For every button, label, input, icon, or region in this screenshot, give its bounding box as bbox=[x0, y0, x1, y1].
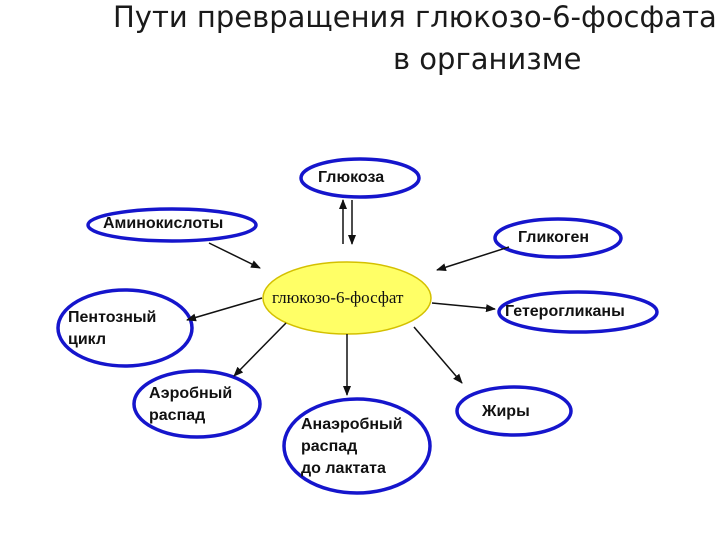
arrow-amino-to-center bbox=[208, 242, 261, 269]
arrow-center-to-aerobic bbox=[233, 322, 287, 377]
arrow-center-to-heteroglycans bbox=[431, 302, 496, 313]
node-glycogen bbox=[493, 217, 623, 259]
node-aerobic-decay bbox=[132, 369, 262, 439]
label-pentose-line-2: цикл bbox=[68, 331, 107, 348]
arrow-glycogen-to-center bbox=[436, 246, 510, 272]
arrow-center-to-fats bbox=[413, 326, 463, 384]
label-aerobic-line-1: Аэробный bbox=[149, 385, 233, 402]
label-aerobic-line-2: распад bbox=[149, 407, 206, 424]
page-title-line-2: в организме bbox=[393, 42, 582, 76]
page-title-line-1: Пути превращения глюкозо-6-фосфата bbox=[113, 0, 717, 34]
node-fats bbox=[455, 385, 573, 437]
label-anaerobic-line-1: Анаэробный bbox=[301, 416, 403, 433]
label-glucose: Глюкоза bbox=[318, 169, 385, 186]
node-heteroglycans bbox=[497, 290, 659, 334]
label-anaerobic-line-2: распад bbox=[301, 438, 358, 455]
arrow-center-to-pentose bbox=[186, 297, 263, 322]
label-fats: Жиры bbox=[482, 403, 530, 420]
label-pentose-line-1: Пентозный bbox=[68, 309, 157, 326]
label-center-glucose-6-phosphate: глюкозо-6-фосфат bbox=[272, 288, 404, 307]
label-glycogen: Гликоген bbox=[518, 229, 590, 246]
label-anaerobic-line-3: до лактата bbox=[301, 460, 386, 477]
node-glucose bbox=[299, 157, 421, 199]
node-amino-acids bbox=[86, 207, 258, 243]
node-anaerobic-decay bbox=[282, 397, 432, 495]
label-amino-acids: Аминокислоты bbox=[103, 215, 224, 232]
label-heteroglycans: Гетерогликаны bbox=[505, 303, 625, 320]
node-pentose-cycle bbox=[56, 288, 194, 368]
